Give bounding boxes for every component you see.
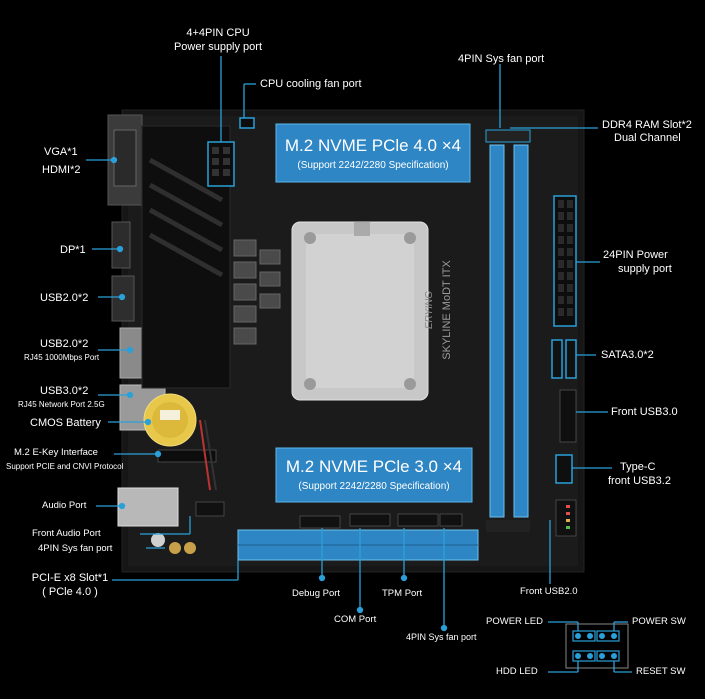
label-vga: VGA*1: [44, 146, 78, 158]
m2-bottom-slot: [275, 447, 473, 503]
label-hdmi: HDMI*2: [42, 164, 81, 176]
brand-text: ERYING: [424, 291, 435, 329]
label-pcie: PCI-E x8 Slot*1: [31, 572, 109, 584]
label-com: COM Port: [334, 614, 377, 625]
label-pcie-sub: ( PCle 4.0 ): [42, 586, 98, 598]
label-reset-sw: RESET SW: [636, 666, 686, 677]
model-text: SKYLINE MoDT ITX: [441, 260, 453, 360]
label-rj45-25g: RJ45 Network Port 2.5G: [18, 400, 105, 409]
label-rj45-1g: RJ45 1000Mbps Port: [24, 353, 100, 362]
cpu-8pin: [207, 141, 235, 187]
label-ddr4-2: Dual Channel: [614, 132, 681, 144]
label-typec: Type-C: [620, 461, 656, 473]
svg-text:M.2 NVME PCle 4.0 ×4: M.2 NVME PCle 4.0 ×4: [285, 136, 461, 155]
label-m2e-sub: Support PCIE and CNVI Protocol: [6, 462, 124, 471]
label-usb20-1: USB2.0*2: [40, 292, 89, 304]
label-sys-fan-left: 4PIN Sys fan port: [38, 543, 113, 554]
label-tpm: TPM Port: [382, 588, 423, 599]
sata-port-2: [565, 339, 577, 379]
label-front-usb30: Front USB3.0: [611, 406, 678, 418]
front-usb30-header: [559, 389, 577, 443]
sata-port-1: [551, 339, 563, 379]
label-sata: SATA3.0*2: [601, 349, 654, 361]
label-m2e: M.2 E-Key Interface: [14, 447, 98, 458]
rear-io-dp: [111, 221, 131, 269]
label-debug: Debug Port: [292, 588, 341, 599]
label-sys-fan-bottom: 4PIN Sys fan port: [406, 632, 477, 642]
label-cpu-fan: CPU cooling fan port: [260, 78, 362, 90]
label-dp: DP*1: [60, 244, 86, 256]
label-cmos: CMOS Battery: [30, 417, 101, 429]
svg-text:(Support 2242/2280 Specificati: (Support 2242/2280 Specification): [298, 481, 449, 492]
m2-top-slot: [275, 123, 471, 183]
label-typec-2: front USB3.2: [608, 475, 671, 487]
label-cpu-power-2: Power supply port: [173, 41, 263, 53]
label-hdd-led: HDD LED: [496, 666, 538, 677]
typec-header: [555, 454, 573, 484]
label-atx24: 24PIN Power: [603, 249, 668, 261]
cpu-fan-header: [239, 117, 255, 129]
label-power-sw: POWER SW: [632, 616, 686, 627]
label-ddr4: DDR4 RAM Slot*2: [602, 119, 692, 131]
svg-text:(Support 2242/2280 Specificati: (Support 2242/2280 Specification): [297, 160, 448, 171]
front-usb20-header: [555, 499, 577, 537]
rear-io-audio: [117, 487, 179, 527]
label-front-usb20: Front USB2.0: [520, 586, 578, 597]
m2-ekey: [157, 449, 217, 463]
dimm-slot-2: [513, 144, 529, 518]
dimm-slot-1: [489, 144, 505, 518]
front-panel-header-diagram: [565, 623, 629, 669]
label-cpu-power: 4+4PIN CPU: [186, 27, 250, 39]
svg-text:M.2 NVME PCle 3.0 ×4: M.2 NVME PCle 3.0 ×4: [286, 457, 462, 476]
label-power-led: POWER LED: [486, 616, 544, 627]
label-usb20-2: USB2.0*2: [40, 338, 89, 350]
label-audio: Audio Port: [42, 500, 87, 511]
label-sys-fan-top: 4PIN Sys fan port: [458, 53, 545, 65]
front-audio-header: [195, 501, 225, 517]
label-front-audio: Front Audio Port: [32, 528, 101, 539]
label-usb30: USB3.0*2: [40, 385, 89, 397]
label-atx24-2: supply port: [618, 263, 672, 275]
